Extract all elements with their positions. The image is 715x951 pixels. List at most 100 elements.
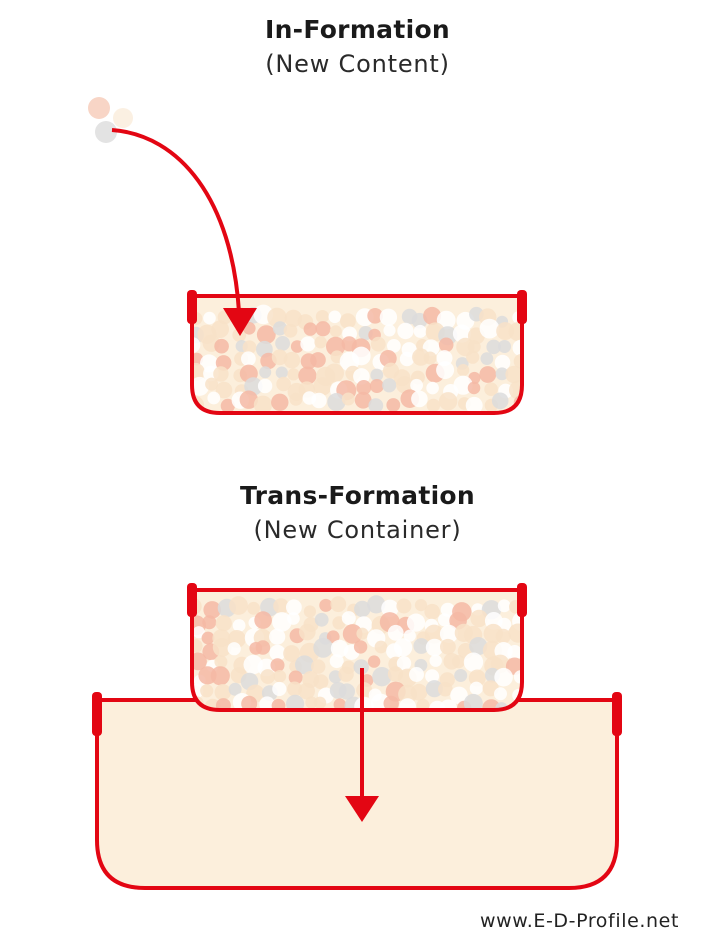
pebble [286, 599, 302, 616]
pebble [272, 681, 287, 697]
pebble [205, 377, 219, 391]
pebble [438, 337, 454, 353]
pebble [287, 612, 300, 625]
pebble [269, 644, 286, 661]
pebble [327, 393, 346, 412]
pebble [313, 674, 329, 690]
pebble [271, 393, 289, 411]
pebble [438, 613, 452, 627]
pebble [410, 378, 423, 392]
pebble [220, 398, 235, 413]
pebble [315, 321, 331, 337]
incoming-particles [88, 97, 133, 143]
large-container-right-handle [612, 692, 622, 736]
pebble [310, 352, 326, 368]
pebble [254, 611, 272, 629]
pebble [367, 655, 381, 668]
pebble [241, 695, 258, 710]
pebble [273, 670, 287, 683]
pebble [324, 363, 344, 383]
pebble [429, 654, 442, 667]
pebble [287, 681, 303, 697]
pebble [469, 681, 483, 695]
pebble [479, 366, 497, 383]
pebble [468, 669, 486, 687]
pebble [303, 605, 316, 618]
small-container-transferred-left-handle [187, 583, 197, 617]
pebble [367, 595, 386, 614]
pebble [383, 695, 399, 710]
pebble [508, 380, 522, 400]
pebble [232, 619, 246, 632]
pebble [313, 637, 334, 658]
pebble [212, 638, 232, 657]
pebble [283, 323, 298, 338]
pebble [508, 623, 522, 643]
pebble [367, 308, 383, 324]
pebble [508, 322, 522, 342]
large-container-left-handle [92, 692, 102, 736]
pebble [438, 392, 458, 411]
small-container-transferred-right-handle [517, 583, 527, 617]
pebble [303, 322, 317, 336]
pebble [424, 624, 444, 644]
pebble [466, 350, 480, 364]
pebble [374, 640, 388, 654]
pebble [414, 599, 428, 612]
pebble [314, 336, 327, 349]
pebble [494, 687, 507, 701]
pebble [319, 598, 333, 612]
pebble [214, 338, 229, 354]
pebble [382, 378, 397, 393]
pebble [410, 683, 428, 701]
pebble [287, 368, 300, 381]
pebble [372, 667, 392, 687]
pebble [341, 392, 355, 406]
incoming-particle-grey [95, 121, 117, 143]
pebble [413, 324, 427, 338]
pebble [247, 601, 260, 615]
section-title-trans-formation: Trans-Formation [239, 481, 476, 510]
pebble [275, 336, 290, 351]
pebble [241, 351, 256, 367]
section-title-in-formation: In-Formation [264, 15, 451, 44]
pebble [386, 398, 401, 412]
pebble [465, 396, 483, 413]
small-container-initial-outline [190, 294, 524, 415]
pebble [463, 652, 484, 672]
pebble [341, 611, 356, 626]
pebble [409, 667, 424, 682]
pebble [315, 310, 329, 324]
pebble [242, 340, 257, 355]
small-container-initial [187, 290, 527, 415]
pebble [480, 352, 494, 365]
pebble [259, 366, 272, 379]
pebble [450, 686, 468, 705]
pebble [467, 381, 481, 395]
pebble [453, 375, 473, 395]
pebble [381, 599, 399, 617]
pebble [275, 366, 288, 379]
pebble [399, 351, 415, 367]
pebble [505, 365, 522, 384]
incoming-particle-cream [113, 108, 133, 128]
pebble [192, 626, 205, 639]
pebble [300, 336, 316, 352]
pebble [214, 655, 228, 669]
pebble [379, 308, 398, 326]
pebble [229, 596, 248, 615]
pebble [295, 655, 314, 675]
pebble [311, 392, 327, 409]
pebble [436, 361, 455, 380]
pebble [368, 398, 384, 413]
pebble [255, 640, 271, 655]
pebble [298, 366, 317, 385]
pebble [289, 392, 303, 406]
pebble [396, 376, 414, 394]
pebble [330, 596, 347, 613]
pebble [403, 629, 416, 642]
pebble [438, 681, 453, 697]
small-container-transferred-outline [190, 588, 524, 712]
section-subtitle-new-content: (New Content) [265, 50, 450, 78]
pebble [406, 613, 426, 632]
